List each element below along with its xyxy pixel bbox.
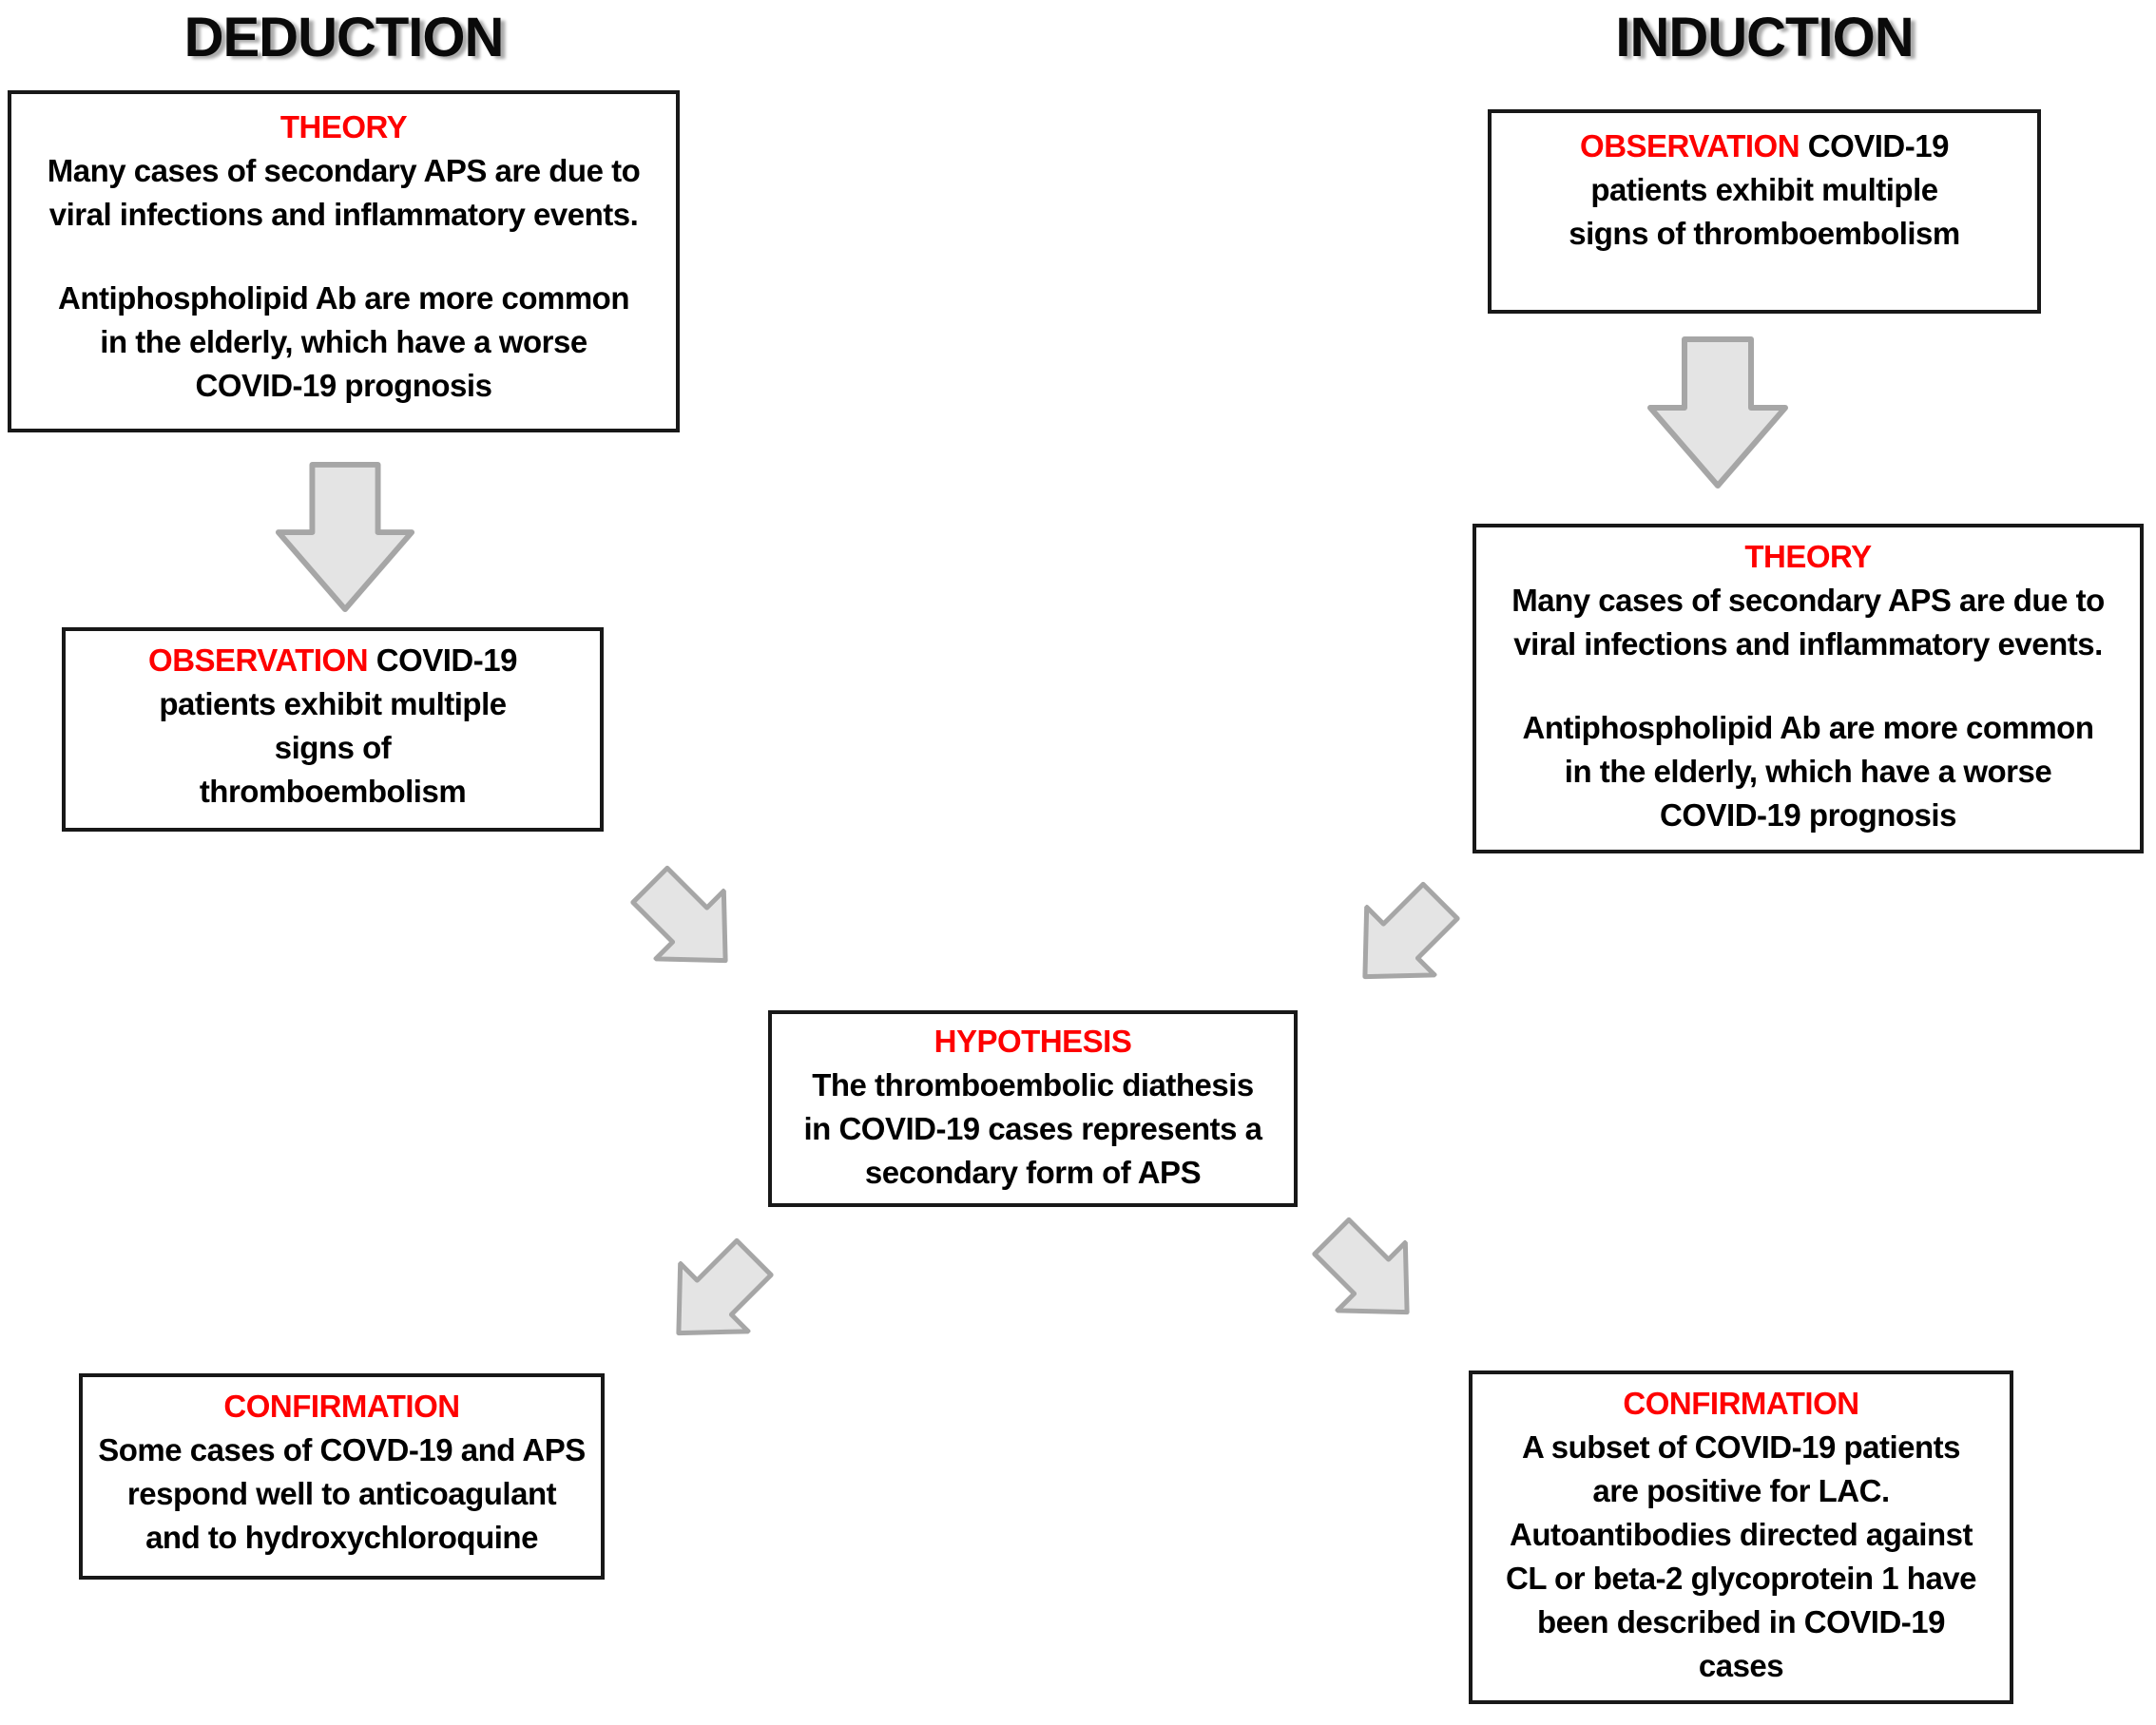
theory-label: THEORY [1744, 539, 1872, 574]
deduction-title: DEDUCTION [183, 7, 505, 68]
confirmation-box-deduction: CONFIRMATION Some cases of COVD-19 and A… [79, 1373, 605, 1580]
theory-text-line: in the elderly, which have a worse [1564, 754, 2052, 789]
theory-text-line: viral infections and inflammatory events… [1513, 626, 2103, 661]
theory-text-line: Many cases of secondary APS are due to [47, 153, 641, 188]
observation-label-rest: COVID-19 [375, 642, 518, 678]
paragraph-gap [11, 237, 676, 277]
confirmation-text-line: Some cases of COVD-19 and APS [98, 1432, 586, 1467]
confirmation-text-line: Autoantibodies directed against [1510, 1517, 1973, 1552]
confirmation-text-line: cases [1698, 1648, 1784, 1683]
hypothesis-label: HYPOTHESIS [934, 1024, 1132, 1059]
theory-box-deduction: THEORY Many cases of secondary APS are d… [8, 90, 680, 432]
confirmation-text-line: CL or beta-2 glycoprotein 1 have [1505, 1561, 1977, 1596]
arrow-down-right-icon [616, 852, 759, 994]
theory-text-line: COVID-19 prognosis [195, 368, 492, 403]
observation-label: OBSERVATION [1580, 128, 1800, 163]
arrow-down-icon [275, 462, 415, 612]
observation-box-deduction: OBSERVATION COVID-19 patients exhibit mu… [62, 627, 604, 832]
observation-text-line: patients exhibit multiple [1590, 172, 1938, 207]
confirmation-label: CONFIRMATION [223, 1389, 460, 1424]
observation-text-line: patients exhibit multiple [159, 686, 507, 721]
confirmation-box-induction: CONFIRMATION A subset of COVID-19 patien… [1469, 1370, 2013, 1704]
confirmation-text-line: A subset of COVID-19 patients [1521, 1429, 1961, 1465]
arrow-down-left-icon [1331, 868, 1473, 1010]
theory-label: THEORY [279, 109, 408, 144]
observation-box-induction: OBSERVATION COVID-19 patients exhibit mu… [1488, 109, 2041, 314]
confirmation-text-line: respond well to anticoagulant [126, 1476, 557, 1511]
hypothesis-text-line: The thromboembolic diathesis [812, 1067, 1254, 1102]
observation-label-line: OBSERVATION COVID-19 [1492, 125, 2037, 168]
hypothesis-box: HYPOTHESIS The thromboembolic diathesis … [768, 1010, 1298, 1207]
hypothesis-text-line: in COVID-19 cases represents a [803, 1111, 1262, 1146]
paragraph-gap [1476, 666, 2140, 706]
observation-label: OBSERVATION [148, 642, 369, 678]
observation-text-line: thromboembolism [199, 774, 467, 809]
observation-text-line: signs of thromboembolism [1569, 216, 1960, 251]
hypothesis-text-line: secondary form of APS [864, 1155, 1202, 1190]
theory-text-line: in the elderly, which have a worse [100, 324, 587, 359]
arrow-down-left-icon [645, 1224, 787, 1367]
confirmation-text-line: and to hydroxychloroquine [145, 1520, 538, 1555]
induction-title: INDUCTION [1615, 7, 1914, 68]
theory-box-induction: THEORY Many cases of secondary APS are d… [1473, 524, 2144, 853]
theory-text-line: Antiphospholipid Ab are more common [1522, 710, 2094, 745]
theory-text-line: COVID-19 prognosis [1660, 797, 1956, 833]
theory-text-line: viral infections and inflammatory events… [48, 197, 639, 232]
confirmation-label: CONFIRMATION [1623, 1386, 1859, 1421]
observation-label-line: OBSERVATION COVID-19 [66, 639, 600, 682]
arrow-down-right-icon [1298, 1203, 1440, 1346]
confirmation-text-line: been described in COVID-19 [1537, 1604, 1945, 1639]
observation-label-rest: COVID-19 [1807, 128, 1950, 163]
theory-text-line: Antiphospholipid Ab are more common [58, 280, 629, 316]
observation-text-line: signs of [274, 730, 392, 765]
confirmation-text-line: are positive for LAC. [1592, 1473, 1890, 1508]
arrow-down-icon [1647, 335, 1788, 489]
theory-text-line: Many cases of secondary APS are due to [1511, 583, 2105, 618]
